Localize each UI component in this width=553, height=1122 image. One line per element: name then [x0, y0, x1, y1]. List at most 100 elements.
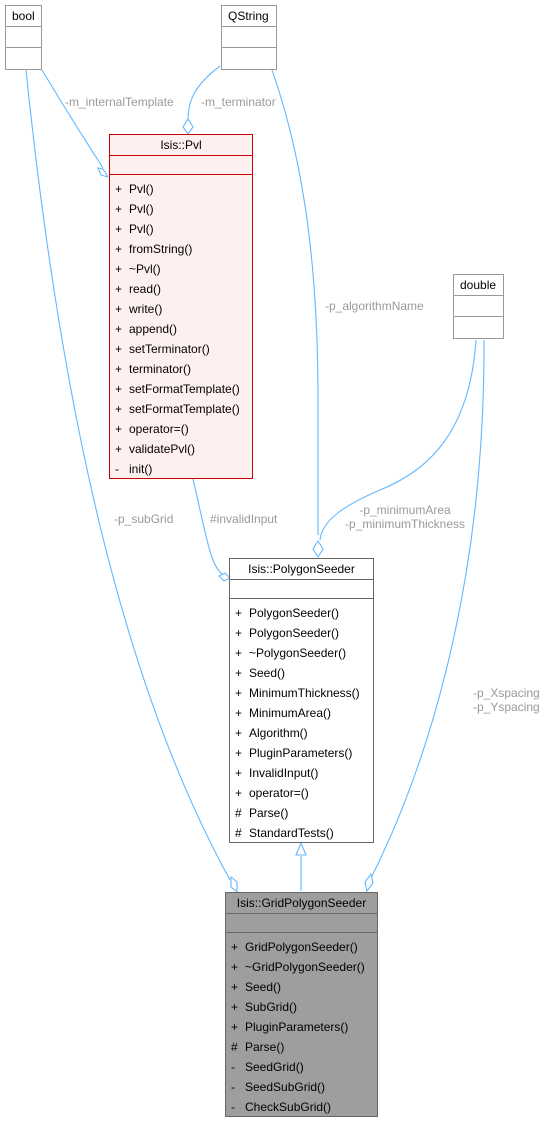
visibility-marker: +	[231, 1000, 239, 1014]
class-gridpolygonseeder[interactable]: Isis::GridPolygonSeeder +GridPolygonSeed…	[225, 892, 378, 1117]
method-row[interactable]: #Parse()	[230, 803, 373, 823]
method-row[interactable]: +PluginParameters()	[230, 743, 373, 763]
class-qstring[interactable]: QString	[221, 5, 277, 70]
method-row[interactable]: +~Pvl()	[110, 259, 252, 279]
class-double[interactable]: double	[453, 274, 504, 339]
method-row[interactable]: +setFormatTemplate()	[110, 379, 252, 399]
method-row[interactable]: +MinimumThickness()	[230, 683, 373, 703]
visibility-marker: +	[115, 182, 123, 196]
edge-double-to-seeder	[319, 339, 477, 541]
edge-double-to-grid	[371, 339, 485, 877]
method-name: CheckSubGrid()	[245, 1100, 332, 1114]
method-row[interactable]: + SubGrid()	[226, 997, 377, 1017]
visibility-marker: +	[235, 766, 243, 780]
label-p-yspacing: -p_Yspacing	[473, 700, 540, 714]
method-name: MinimumArea()	[249, 706, 332, 720]
method-name: setTerminator()	[129, 342, 210, 356]
class-polygonseeder[interactable]: Isis::PolygonSeeder +PolygonSeeder()+Pol…	[229, 558, 374, 843]
label-p-minimum: -p_minimumArea -p_minimumThickness	[345, 503, 465, 531]
class-bool[interactable]: bool	[5, 5, 42, 70]
method-name: Algorithm()	[249, 726, 308, 740]
visibility-marker: +	[235, 646, 243, 660]
visibility-marker: +	[115, 402, 123, 416]
method-row[interactable]: + Seed()	[226, 977, 377, 997]
method-row[interactable]: -SeedSubGrid()	[226, 1077, 377, 1097]
edge-qstring-to-seeder	[271, 69, 319, 535]
method-name: Pvl()	[129, 182, 154, 196]
visibility-marker: -	[231, 1100, 235, 1114]
method-row[interactable]: +read()	[110, 279, 252, 299]
method-row[interactable]: +Pvl()	[110, 219, 252, 239]
method-row[interactable]: +PolygonSeeder()	[230, 623, 373, 643]
diamond-pvl-internaltemplate	[97, 167, 110, 178]
method-row[interactable]: + setFormatTemplate()	[110, 399, 252, 419]
class-qstring-methods	[222, 47, 276, 68]
method-row[interactable]: + terminator()	[110, 359, 252, 379]
method-name: operator=()	[249, 786, 309, 800]
method-row[interactable]: # StandardTests()	[230, 823, 373, 843]
method-row[interactable]: +append()	[110, 319, 252, 339]
method-row[interactable]: -SeedGrid()	[226, 1057, 377, 1077]
method-name: setFormatTemplate()	[129, 402, 240, 416]
method-row[interactable]: +~PolygonSeeder()	[230, 643, 373, 663]
visibility-marker: +	[115, 302, 123, 316]
visibility-marker: +	[115, 282, 123, 296]
visibility-marker: +	[115, 382, 123, 396]
visibility-marker: +	[115, 222, 123, 236]
method-row[interactable]: + Algorithm()	[230, 723, 373, 743]
visibility-marker: +	[235, 666, 243, 680]
diamond-grid-spacing	[364, 872, 374, 893]
method-row[interactable]: +GridPolygonSeeder()	[226, 937, 377, 957]
class-pvl[interactable]: Isis::Pvl +Pvl()+Pvl()+Pvl()+fromString(…	[109, 134, 253, 479]
diamond-seeder-algorithmname	[312, 539, 324, 559]
method-name: Seed()	[245, 980, 282, 994]
method-name: SubGrid()	[245, 1000, 298, 1014]
method-name: write()	[129, 302, 163, 316]
diamond-seeder-invalidinput	[218, 572, 231, 582]
visibility-marker: #	[235, 806, 242, 820]
label-p-subgrid: -p_subGrid	[114, 512, 174, 526]
edge-bool-to-grid	[25, 69, 231, 881]
method-row[interactable]: -init()	[110, 459, 252, 479]
method-row[interactable]: + Pvl()	[110, 179, 252, 199]
class-pvl-attributes	[110, 155, 252, 174]
method-name: fromString()	[129, 242, 193, 256]
class-polygonseeder-attributes	[230, 579, 373, 598]
edge-qstring-to-pvl	[187, 65, 221, 121]
method-name: validatePvl()	[129, 442, 196, 456]
method-row[interactable]: +MinimumArea()	[230, 703, 373, 723]
method-row[interactable]: +PolygonSeeder()	[230, 603, 373, 623]
visibility-marker: +	[235, 686, 243, 700]
class-bool-methods	[6, 47, 41, 68]
method-row[interactable]: +PluginParameters()	[226, 1017, 377, 1037]
method-name: operator=()	[129, 422, 189, 436]
method-row[interactable]: +operator=()	[230, 783, 373, 803]
method-row[interactable]: #Parse()	[226, 1037, 377, 1057]
method-row[interactable]: +operator=()	[110, 419, 252, 439]
method-row[interactable]: +Seed()	[230, 663, 373, 683]
method-row[interactable]: -CheckSubGrid()	[226, 1097, 377, 1117]
method-name: PluginParameters()	[245, 1020, 349, 1034]
visibility-marker: +	[115, 362, 123, 376]
method-row[interactable]: +validatePvl()	[110, 439, 252, 459]
visibility-marker: +	[231, 980, 239, 994]
method-row[interactable]: +InvalidInput()	[230, 763, 373, 783]
class-polygonseeder-methods: +PolygonSeeder()+PolygonSeeder()+~Polygo…	[230, 598, 373, 845]
visibility-marker: #	[235, 826, 242, 840]
method-row[interactable]: +fromString()	[110, 239, 252, 259]
method-name: StandardTests()	[249, 826, 334, 840]
method-name: init()	[129, 462, 153, 476]
method-name: ~GridPolygonSeeder()	[245, 960, 365, 974]
visibility-marker: -	[231, 1080, 235, 1094]
label-p-xspacing: -p_Xspacing	[473, 686, 540, 700]
visibility-marker: +	[235, 726, 243, 740]
method-row[interactable]: +Pvl()	[110, 199, 252, 219]
method-row[interactable]: +~GridPolygonSeeder()	[226, 957, 377, 977]
method-row[interactable]: +setTerminator()	[110, 339, 252, 359]
visibility-marker: -	[231, 1060, 235, 1074]
method-name: terminator()	[129, 362, 192, 376]
class-gridpolygonseeder-title: Isis::GridPolygonSeeder	[236, 896, 367, 910]
visibility-marker: +	[115, 322, 123, 336]
method-row[interactable]: + write()	[110, 299, 252, 319]
